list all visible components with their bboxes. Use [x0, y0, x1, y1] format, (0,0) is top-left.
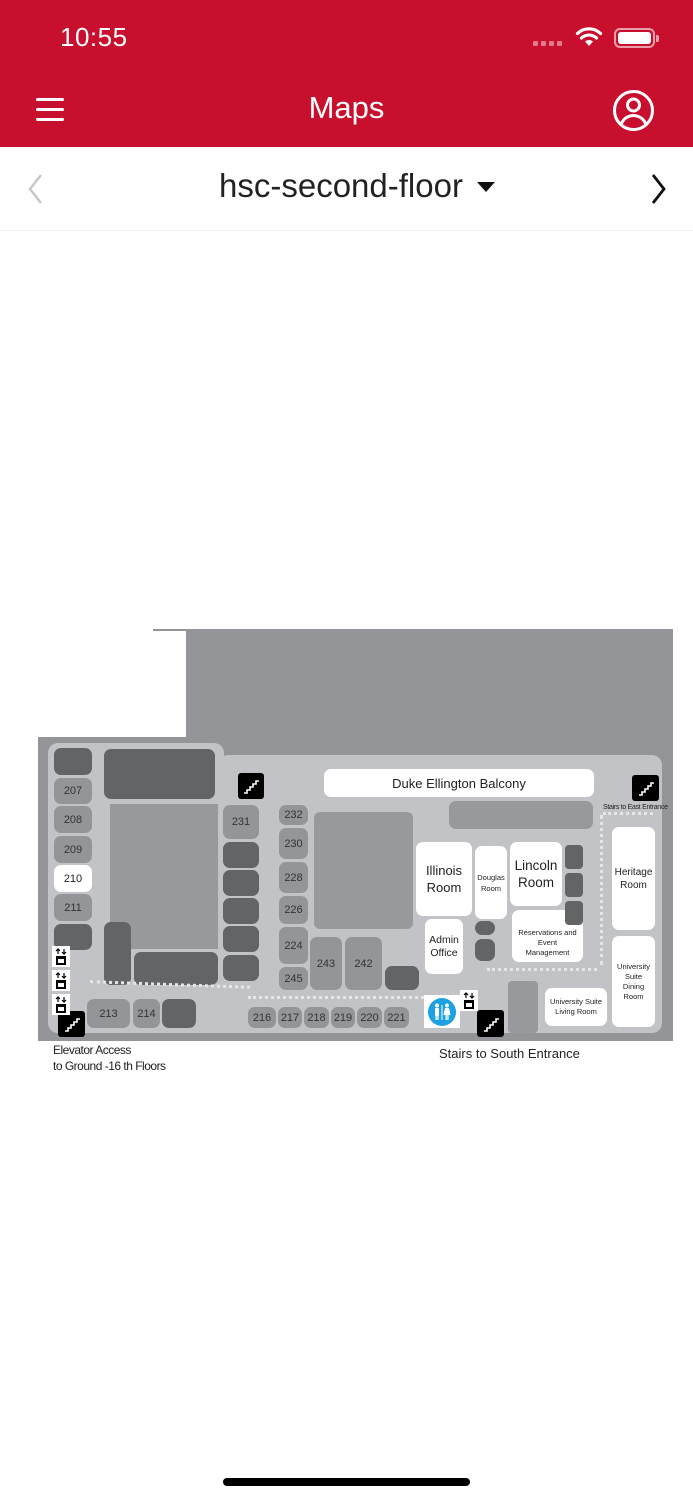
room-226[interactable]: 226 — [279, 896, 308, 924]
room-221[interactable]: 221 — [384, 1007, 409, 1028]
room-douglas[interactable]: Douglas Room — [475, 846, 507, 919]
previous-floor-button[interactable] — [24, 172, 48, 206]
room-unnamed[interactable] — [565, 873, 583, 897]
stairs-south-label: Stairs to South Entrance — [439, 1046, 580, 1061]
cellular-signal-icon — [533, 41, 562, 46]
room-245[interactable]: 245 — [279, 967, 308, 990]
floor-selector-bar: hsc-second-floor — [0, 147, 693, 231]
room-unnamed[interactable] — [475, 921, 495, 935]
status-time: 10:55 — [60, 22, 128, 52]
room-unnamed[interactable] — [475, 939, 495, 961]
stairs-icon[interactable] — [238, 773, 264, 799]
room-unnamed[interactable] — [104, 749, 215, 799]
room-214[interactable]: 214 — [133, 999, 160, 1028]
next-floor-button[interactable] — [646, 172, 670, 206]
room-unnamed[interactable] — [162, 999, 196, 1028]
room-219[interactable]: 219 — [331, 1007, 355, 1028]
room-lincoln[interactable]: Lincoln Room — [510, 842, 562, 906]
chevron-right-icon — [651, 174, 666, 204]
room-unnamed[interactable] — [449, 801, 593, 829]
caret-down-icon — [476, 182, 495, 192]
room-reservations[interactable]: Reservations and Event Management — [512, 910, 583, 962]
app-header: 10:55 Maps — [0, 0, 693, 147]
elevator-icon[interactable] — [460, 990, 478, 1011]
restroom-icon[interactable] — [424, 995, 460, 1028]
room-unnamed[interactable] — [385, 966, 419, 990]
room-207[interactable]: 207 — [54, 778, 92, 804]
room-232[interactable]: 232 — [279, 805, 308, 825]
room-228[interactable]: 228 — [279, 862, 308, 893]
battery-icon — [614, 28, 659, 48]
room-242[interactable]: 242 — [345, 937, 382, 990]
stairs-icon[interactable] — [477, 1010, 504, 1037]
atrium-center — [314, 812, 413, 929]
stairs-icon[interactable] — [632, 775, 659, 801]
elevator-access-label: Elevator Access to Ground -16 th Floors — [53, 1042, 166, 1074]
room-unnamed[interactable] — [54, 924, 92, 950]
room-unnamed[interactable] — [565, 845, 583, 869]
room-unnamed[interactable] — [134, 952, 218, 985]
room-unnamed[interactable] — [565, 901, 583, 925]
elevator-icon[interactable] — [52, 946, 70, 967]
room-211[interactable]: 211 — [54, 894, 92, 921]
room-208[interactable]: 208 — [54, 806, 92, 833]
walkway-path — [600, 815, 603, 965]
elevator-icon[interactable] — [52, 994, 70, 1015]
floor-dropdown[interactable]: hsc-second-floor — [219, 167, 495, 205]
user-circle-icon — [613, 90, 654, 131]
walkway-path — [248, 996, 448, 999]
room-209[interactable]: 209 — [54, 836, 92, 863]
room-220[interactable]: 220 — [357, 1007, 382, 1028]
elevator-icon[interactable] — [52, 970, 70, 991]
wifi-icon — [575, 27, 603, 46]
elevator-access-label-line1: Elevator Access — [53, 1043, 131, 1057]
room-unnamed[interactable] — [508, 981, 538, 1033]
floor-name: hsc-second-floor — [219, 167, 463, 204]
room-university-suite-dining[interactable]: University Suite Dining Room — [612, 936, 655, 1027]
room-admin-office[interactable]: Admin Office — [425, 919, 463, 974]
walkway-path — [487, 968, 597, 971]
walkway-path — [603, 812, 653, 815]
hamburger-icon-line — [36, 108, 64, 111]
room-210-selected[interactable]: 210 — [54, 865, 92, 892]
page-title: Maps — [308, 90, 385, 125]
map-edge — [153, 629, 186, 631]
room-230[interactable]: 230 — [279, 828, 308, 859]
room-216[interactable]: 216 — [248, 1007, 276, 1028]
room-unnamed[interactable] — [104, 922, 131, 985]
room-duke-ellington-balcony[interactable]: Duke Ellington Balcony — [324, 769, 594, 797]
room-unnamed[interactable] — [223, 926, 259, 952]
room-unnamed[interactable] — [223, 898, 259, 924]
room-217[interactable]: 217 — [278, 1007, 302, 1028]
room-unnamed[interactable] — [54, 748, 92, 775]
room-unnamed[interactable] — [223, 842, 259, 868]
elevator-access-label-line2: to Ground -16 th Floors — [53, 1059, 166, 1073]
profile-button[interactable] — [612, 89, 655, 132]
room-unnamed[interactable] — [223, 955, 259, 981]
room-243[interactable]: 243 — [310, 937, 342, 990]
room-213[interactable]: 213 — [87, 999, 130, 1028]
room-heritage[interactable]: Heritage Room — [612, 827, 655, 930]
menu-button[interactable] — [36, 96, 66, 124]
home-indicator[interactable] — [223, 1478, 470, 1486]
stairs-icon[interactable] — [58, 1011, 85, 1037]
chevron-left-icon — [28, 174, 42, 204]
stairs-east-label: Stairs to East Entrance — [603, 804, 668, 811]
room-224[interactable]: 224 — [279, 927, 308, 964]
room-illinois[interactable]: Illinois Room — [416, 842, 472, 916]
room-218[interactable]: 218 — [304, 1007, 329, 1028]
hamburger-icon-line — [36, 118, 64, 121]
room-231[interactable]: 231 — [223, 805, 259, 839]
room-unnamed[interactable] — [223, 870, 259, 896]
hamburger-icon — [36, 98, 64, 101]
room-university-suite-living[interactable]: University Suite Living Room — [545, 988, 607, 1026]
